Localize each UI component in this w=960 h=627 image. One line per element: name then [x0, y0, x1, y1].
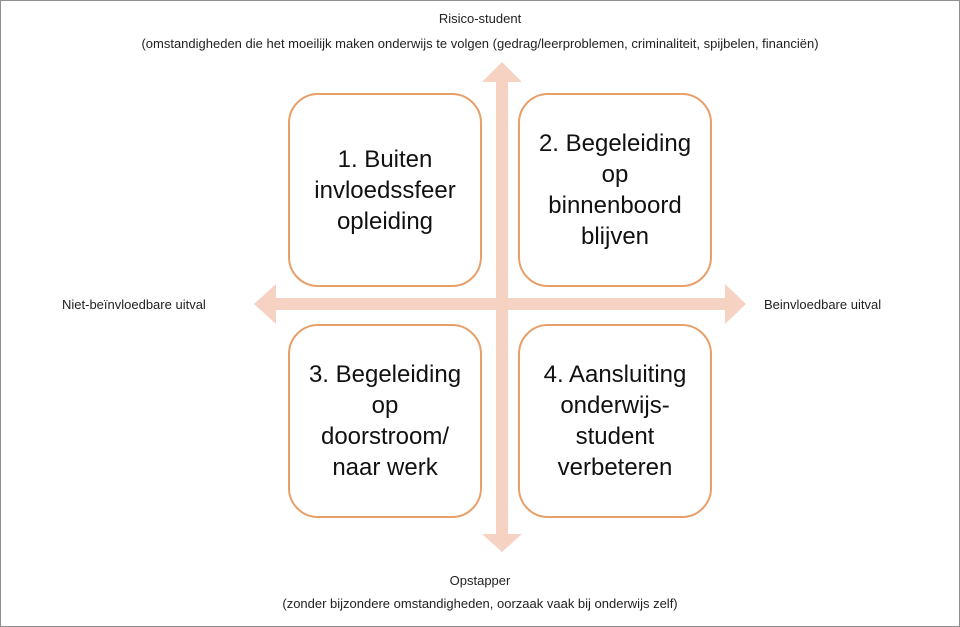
bottom-axis-subtitle: (zonder bijzondere omstandigheden, oorza…: [282, 596, 678, 611]
quadrant-3-text: 3. Begeleiding op doorstroom/ naar werk: [308, 361, 462, 481]
top-axis-title: Risico-student: [438, 11, 522, 26]
quadrant-4-text: 4. Aansluiting onderwijs- student verbet…: [543, 361, 687, 481]
quadrant-1-text: 1. Buiten invloedssfeer opleiding: [314, 145, 456, 235]
right-axis-label: Beinvloedbare uitval: [764, 297, 882, 312]
quadrant-2-box: 2. Begeleiding op binnenboord blijven: [518, 93, 712, 287]
quadrant-3-box: 3. Begeleiding op doorstroom/ naar werk: [288, 324, 482, 518]
bottom-axis-title: Opstapper: [449, 573, 511, 588]
horizontal-double-arrow: [254, 284, 746, 324]
quadrant-1-box: 1. Buiten invloedssfeer opleiding: [288, 93, 482, 287]
quadrant-2-text: 2. Begeleiding op binnenboord blijven: [538, 130, 692, 250]
left-axis-label: Niet-beïnvloedbare uitval: [62, 297, 206, 312]
quadrant-4-box: 4. Aansluiting onderwijs- student verbet…: [518, 324, 712, 518]
top-axis-subtitle: (omstandigheden die het moeilijk maken o…: [141, 36, 819, 51]
